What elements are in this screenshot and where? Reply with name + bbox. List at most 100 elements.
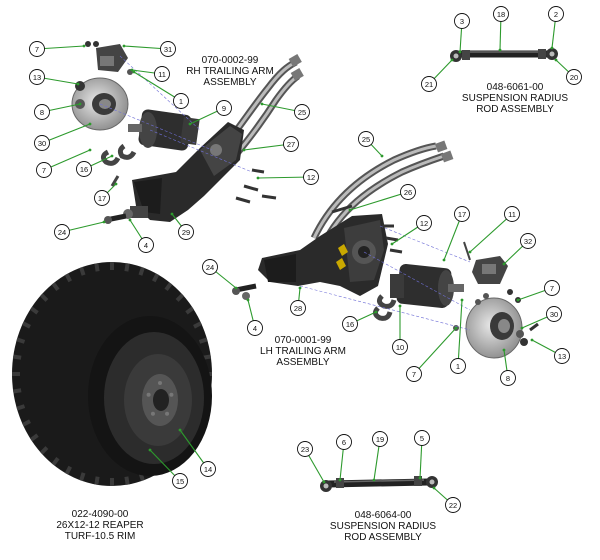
leader-line	[457, 299, 463, 367]
lh-wheel-hub	[465, 297, 523, 359]
callout-number: 12	[307, 173, 315, 182]
callout-bubble: 12	[416, 215, 432, 231]
callout-bubble: 7	[544, 280, 560, 296]
callout-bubble: 6	[336, 434, 352, 450]
leader-line	[41, 123, 91, 144]
callout-number: 13	[558, 352, 566, 361]
leader-dot	[88, 122, 92, 126]
callout-bubble: 11	[154, 66, 170, 82]
callout-bubble: 4	[247, 320, 263, 336]
callout-bubble: 17	[454, 206, 470, 222]
callout-bubble: 9	[216, 100, 232, 116]
lh-trailing-arm-assembly	[232, 140, 539, 359]
callout-number: 12	[420, 219, 428, 228]
callout-number: 24	[206, 263, 214, 272]
leader-line	[443, 213, 463, 261]
callout-bubble: 5	[414, 430, 430, 446]
leader-dot	[170, 212, 174, 216]
callout-bubble: 23	[297, 441, 313, 457]
callout-number: 2	[554, 10, 558, 19]
callout-number: 7	[35, 45, 39, 54]
callout-number: 29	[182, 228, 190, 237]
callout-bubble: 30	[34, 135, 50, 151]
callout-bubble: 3	[454, 13, 470, 29]
callout-bubble: 1	[450, 358, 466, 374]
rh-title-line1: RH TRAILING ARM	[186, 66, 274, 77]
callout-bubble: 28	[290, 300, 306, 316]
callout-number: 30	[38, 139, 46, 148]
callout-bubble: 18	[493, 6, 509, 22]
leader-dot	[234, 286, 238, 290]
callout-number: 25	[298, 108, 306, 117]
callout-bubble: 24	[54, 224, 70, 240]
callout-bubble: 17	[94, 190, 110, 206]
callout-bubble: 2	[548, 6, 564, 22]
callout-number: 23	[301, 445, 309, 454]
leader-dot	[322, 480, 326, 484]
callout-bubble: 7	[406, 366, 422, 382]
leader-dot	[450, 58, 454, 62]
rh-title-line2: ASSEMBLY	[203, 77, 257, 88]
callout-number: 20	[570, 73, 578, 82]
leader-dot	[242, 148, 246, 152]
callout-number: 9	[222, 104, 226, 113]
leader-line	[413, 327, 457, 375]
leader-line	[43, 149, 91, 171]
leader-dot	[520, 326, 524, 330]
lh-part-number: 070-0001-99	[274, 335, 332, 346]
callout-bubble: 13	[554, 348, 570, 364]
leader-dot	[530, 338, 534, 342]
leader-dot	[398, 304, 402, 308]
callout-number: 4	[144, 241, 148, 250]
callout-number: 3	[460, 17, 464, 26]
leader-line	[257, 176, 312, 179]
lh-title-line1: LH TRAILING ARM	[260, 346, 346, 357]
radius-rod-bottom	[320, 476, 438, 492]
callout-bubble: 19	[372, 431, 388, 447]
leader-dot	[298, 286, 302, 290]
callout-bubble: 8	[34, 104, 50, 120]
leader-dot	[554, 58, 558, 62]
callout-number: 25	[362, 135, 370, 144]
callout-number: 22	[449, 501, 457, 510]
callout-number: 1	[456, 362, 460, 371]
leader-dot	[82, 44, 86, 48]
callout-bubble: 22	[445, 497, 461, 513]
callout-bubble: 16	[76, 161, 92, 177]
callout-number: 32	[524, 237, 532, 246]
leader-dot	[374, 310, 378, 314]
callout-bubble: 25	[358, 131, 374, 147]
leader-dot	[178, 428, 182, 432]
lh-title-line2: ASSEMBLY	[276, 357, 330, 368]
callout-bubble: 27	[283, 136, 299, 152]
leader-dot	[458, 50, 462, 54]
callout-bubble: 12	[303, 169, 319, 185]
callout-number: 31	[164, 45, 172, 54]
callout-number: 14	[204, 465, 212, 474]
leader-dot	[390, 242, 394, 246]
callout-number: 7	[42, 166, 46, 175]
callout-number: 7	[412, 370, 416, 379]
leader-line	[469, 213, 513, 253]
caption-radius-rod-top: 048-6061-00 SUSPENSION RADIUS ROD ASSEMB…	[450, 82, 580, 115]
leader-dot	[454, 326, 458, 330]
callout-number: 11	[158, 70, 166, 79]
rod-top-title-line2: ROD ASSEMBLY	[476, 104, 554, 115]
callout-bubble: 31	[160, 41, 176, 57]
radius-rod-top	[450, 48, 558, 62]
leader-dot	[128, 218, 132, 222]
callout-number: 24	[58, 228, 66, 237]
callout-number: 17	[98, 194, 106, 203]
callout-number: 11	[508, 210, 516, 219]
caption-radius-rod-bottom: 048-6064-00 SUSPENSION RADIUS ROD ASSEMB…	[318, 510, 448, 543]
leader-dot	[380, 154, 384, 158]
callout-bubble: 16	[342, 316, 358, 332]
callout-number: 30	[550, 310, 558, 319]
callout-bubble: 13	[29, 69, 45, 85]
callout-bubble: 7	[29, 41, 45, 57]
leader-dot	[468, 250, 472, 254]
leader-dot	[348, 208, 352, 212]
callout-number: 8	[40, 108, 44, 117]
